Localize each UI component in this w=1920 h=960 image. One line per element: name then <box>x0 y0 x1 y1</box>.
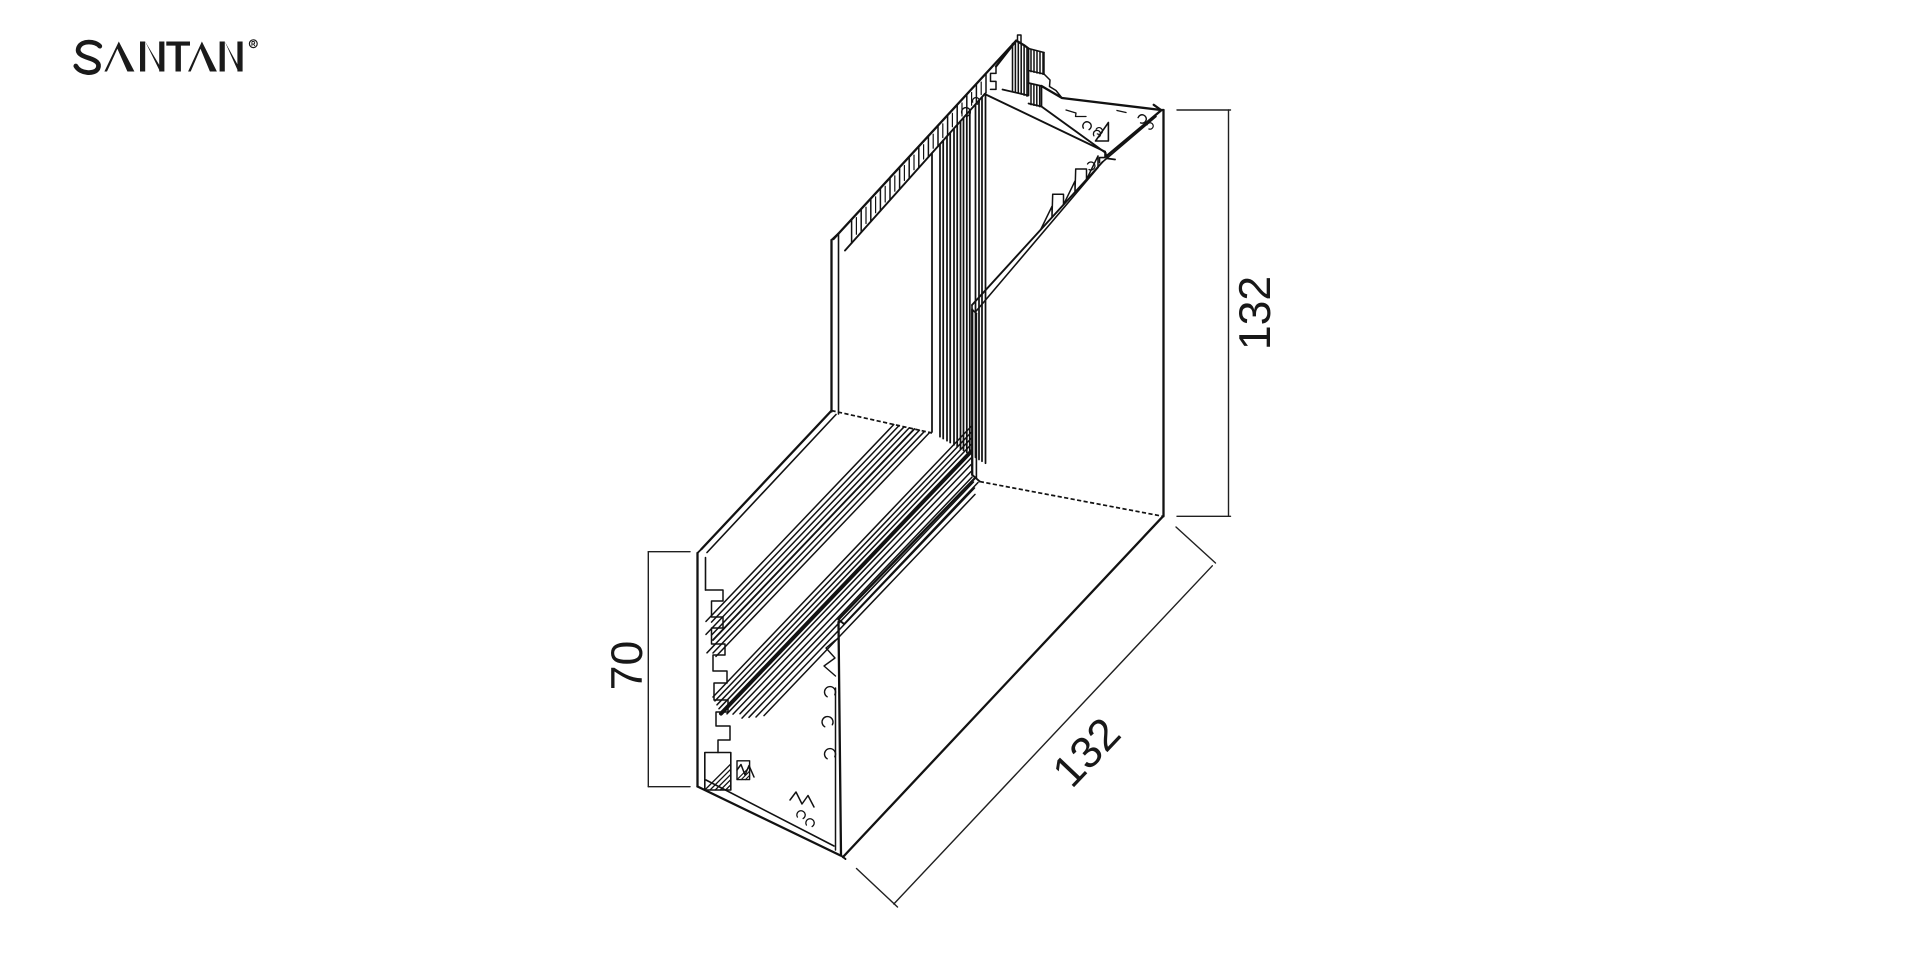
svg-text:132: 132 <box>1231 276 1280 350</box>
svg-text:70: 70 <box>603 641 652 691</box>
